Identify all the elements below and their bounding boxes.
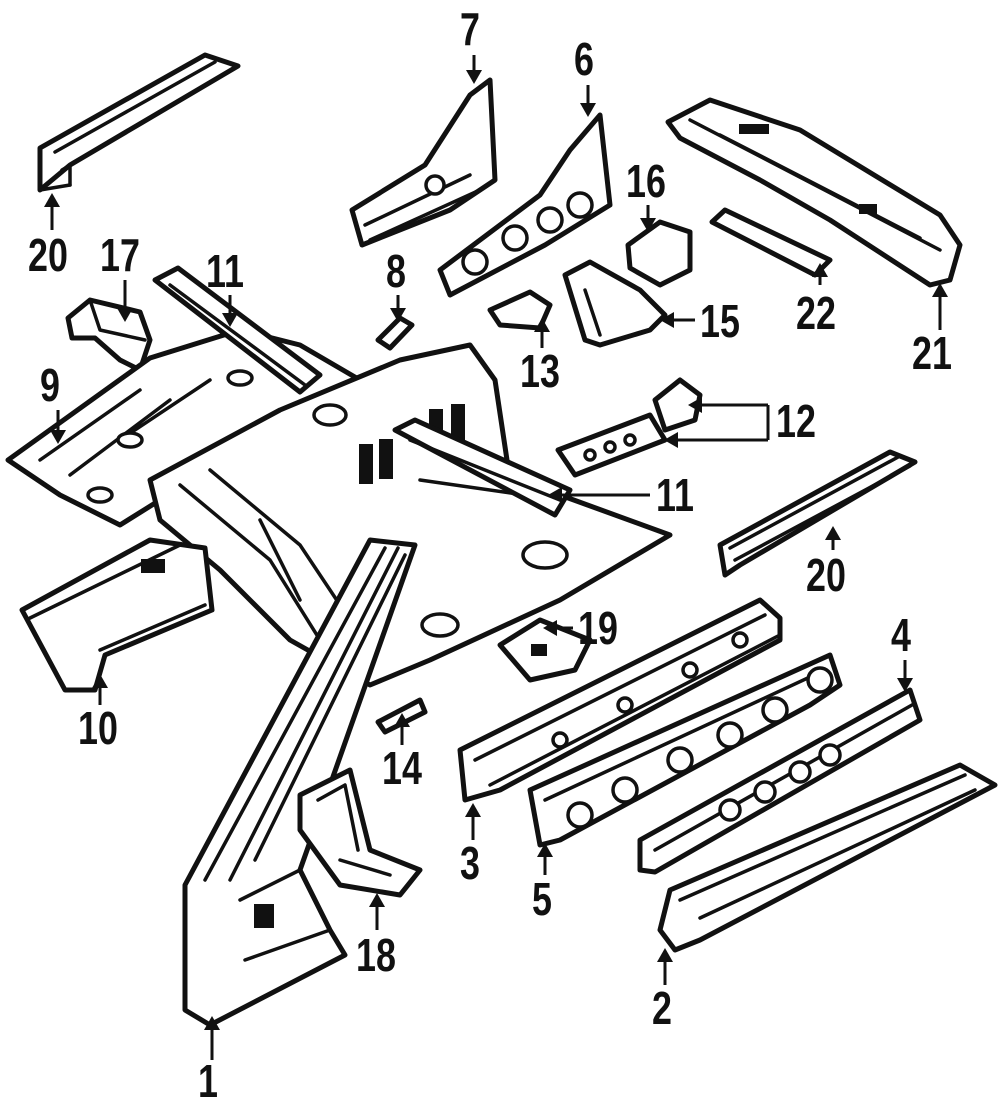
- part-7-cowl-panel: [349, 77, 498, 248]
- callout-19: 19: [578, 602, 618, 654]
- callout-7: 7: [460, 3, 480, 55]
- part-11-lower-crossmember: [392, 417, 573, 518]
- callout-20-right: 20: [806, 549, 846, 601]
- callout-5: 5: [532, 873, 552, 925]
- part-20-right-rail: [717, 449, 918, 578]
- part-20-upper-rail: [37, 52, 241, 193]
- part-6-panel: [437, 112, 613, 298]
- part-16-block: [625, 219, 693, 288]
- callout-1: 1: [198, 1055, 218, 1101]
- callout-9: 9: [40, 359, 60, 411]
- part-22-strip: [709, 207, 833, 278]
- part-12-brackets: [555, 377, 703, 478]
- part-17-bracket: [65, 297, 153, 373]
- part-5-rocker-reinforcement: [527, 652, 843, 848]
- callout-18: 18: [356, 929, 396, 981]
- callout-11-lower: 11: [656, 469, 694, 521]
- part-11-upper-crossmember: [152, 265, 323, 395]
- callout-2: 2: [652, 982, 672, 1034]
- callout-13: 13: [520, 345, 560, 397]
- part-15-panel: [562, 259, 668, 348]
- callout-12: 12: [776, 395, 816, 447]
- callout-14: 14: [382, 742, 422, 794]
- part-3-inner-rocker: [457, 597, 783, 803]
- part-9-floor-pan: [5, 327, 363, 528]
- leader-lines: [44, 55, 948, 1060]
- callout-15: 15: [700, 295, 740, 347]
- callout-6: 6: [574, 33, 594, 85]
- part-10-tunnel-cover: [19, 537, 215, 693]
- part-8-clip: [375, 315, 415, 351]
- callout-4: 4: [891, 609, 911, 661]
- callout-3: 3: [460, 837, 480, 889]
- callout-16: 16: [626, 155, 666, 207]
- part-18-bracket: [297, 767, 423, 898]
- callout-21: 21: [912, 327, 952, 379]
- part-2-sill-panel: [657, 762, 998, 953]
- center-floor-tunnel: [147, 342, 673, 688]
- part-4-outer-rocker: [637, 687, 923, 875]
- callout-8: 8: [386, 245, 406, 297]
- callout-20-upper: 20: [28, 229, 68, 281]
- callout-17: 17: [100, 229, 140, 281]
- part-1-pillar: [182, 537, 418, 1028]
- callout-22: 22: [796, 287, 836, 339]
- part-21-rear-panel: [665, 97, 963, 288]
- callout-10: 10: [78, 702, 118, 754]
- callout-11-upper: 11: [206, 245, 244, 297]
- part-19-plate: [497, 617, 593, 683]
- part-13-bracket: [487, 289, 553, 331]
